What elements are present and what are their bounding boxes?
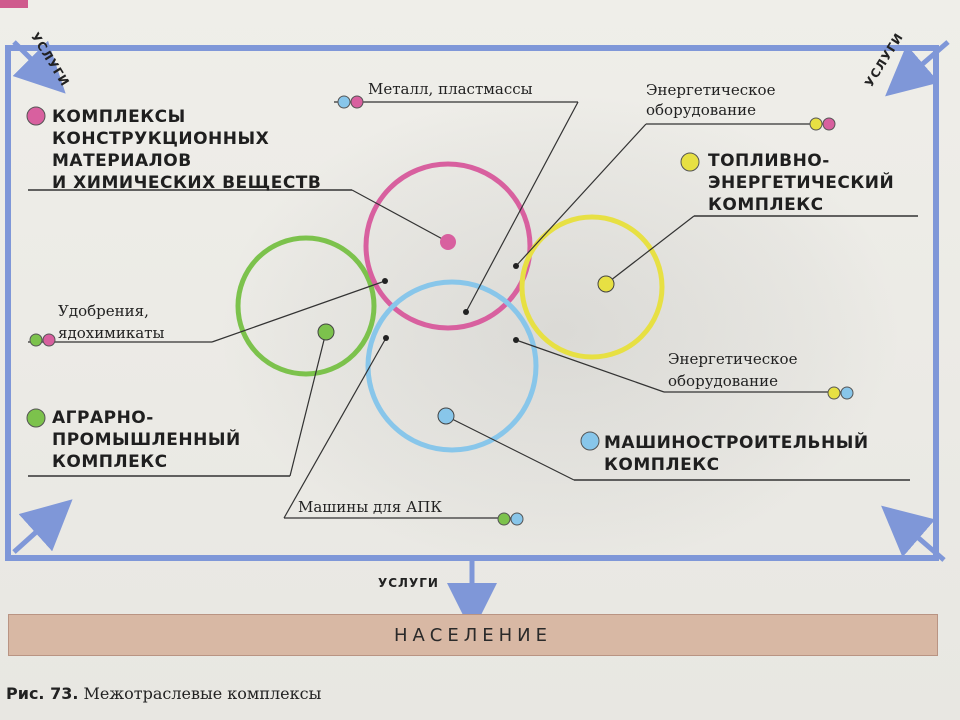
services-arrow-bottom-right-icon [881, 505, 946, 562]
machine-complex-circle [365, 279, 539, 453]
agro-label-line-2: ПРОМЫШЛЕННЫЙ [52, 430, 241, 450]
energy-top-line-2: оборудование [646, 101, 757, 119]
energy-bottom-line-1: Энергетическое [668, 350, 798, 368]
materials-complex-label: КОМПЛЕКСЫ КОНСТРУКЦИОННЫХ МАТЕРИАЛОВ И Х… [52, 106, 321, 194]
intersection-dots [382, 263, 519, 343]
population-bar: НАСЕЛЕНИЕ [8, 614, 938, 656]
agro-machines-label: Машины для АПК [298, 498, 442, 516]
services-arrow-top-right-icon [885, 40, 950, 97]
figure-number: Рис. 73. [6, 684, 79, 703]
services-label-bottom: УСЛУГИ [378, 576, 439, 590]
agro-label-line-1: АГРАРНО- [52, 408, 154, 428]
machine-label-line-2: КОМПЛЕКС [604, 455, 720, 475]
materials-complex-circle [363, 161, 533, 331]
agro-label-line-3: КОМПЛЕКС [52, 452, 168, 472]
energy-equipment-top-label: Энергетическое оборудование [646, 80, 775, 120]
agro-center-dot-icon [317, 323, 335, 341]
energy-equipment-bottom-label: Энергетическое оборудование [668, 348, 797, 392]
fuel-center-dot-icon [597, 275, 615, 293]
machine-center-dot-icon [437, 407, 455, 425]
link-pair-dots [29, 95, 854, 526]
figure-title: Межотраслевые комплексы [83, 684, 322, 703]
connector-lines [211, 101, 695, 519]
materials-center-dot-icon [440, 234, 456, 250]
fuel-legend-dot-icon [680, 152, 700, 172]
fuel-complex-label: ТОПЛИВНО- ЭНЕРГЕТИЧЕСКИЙ КОМПЛЕКС [708, 150, 894, 216]
page-corner-marker [0, 0, 28, 8]
materials-label-line-1: КОМПЛЕКСЫ [52, 107, 186, 127]
fuel-label-line-3: КОМПЛЕКС [708, 195, 824, 215]
fuel-label-line-2: ЭНЕРГЕТИЧЕСКИЙ [708, 173, 895, 193]
population-label: НАСЕЛЕНИЕ [393, 624, 553, 646]
services-arrow-bottom-left-icon [12, 499, 73, 554]
energy-bottom-line-2: оборудование [668, 372, 779, 390]
materials-label-line-2: КОНСТРУКЦИОННЫХ [52, 129, 270, 149]
figure-caption: Рис. 73. Межотраслевые комплексы [6, 684, 321, 703]
fuel-label-line-1: ТОПЛИВНО- [708, 151, 830, 171]
fertilizers-label: Удобрения, ядохимикаты [58, 300, 164, 344]
materials-label-line-4: И ХИМИЧЕСКИХ ВЕЩЕСТВ [52, 173, 322, 193]
fertilizers-line-2: ядохимикаты [58, 324, 165, 342]
materials-label-line-3: МАТЕРИАЛОВ [52, 151, 192, 171]
fuel-complex-circle [519, 214, 665, 360]
machine-legend-dot-icon [580, 431, 600, 451]
services-arrow-top-left-icon [12, 40, 66, 94]
agro-legend-dot-icon [26, 408, 46, 428]
materials-legend-dot-icon [26, 106, 46, 126]
energy-top-line-1: Энергетическое [646, 81, 776, 99]
agro-complex-label: АГРАРНО- ПРОМЫШЛЕННЫЙ КОМПЛЕКС [52, 407, 241, 473]
metal-plastics-label: Металл, пластмассы [368, 80, 533, 98]
fertilizers-line-1: Удобрения, [58, 302, 149, 320]
agro-complex-circle [235, 235, 377, 377]
machine-label-line-1: МАШИНОСТРОИТЕЛЬНЫЙ [604, 433, 869, 453]
machine-complex-label: МАШИНОСТРОИТЕЛЬНЫЙ КОМПЛЕКС [604, 432, 869, 476]
